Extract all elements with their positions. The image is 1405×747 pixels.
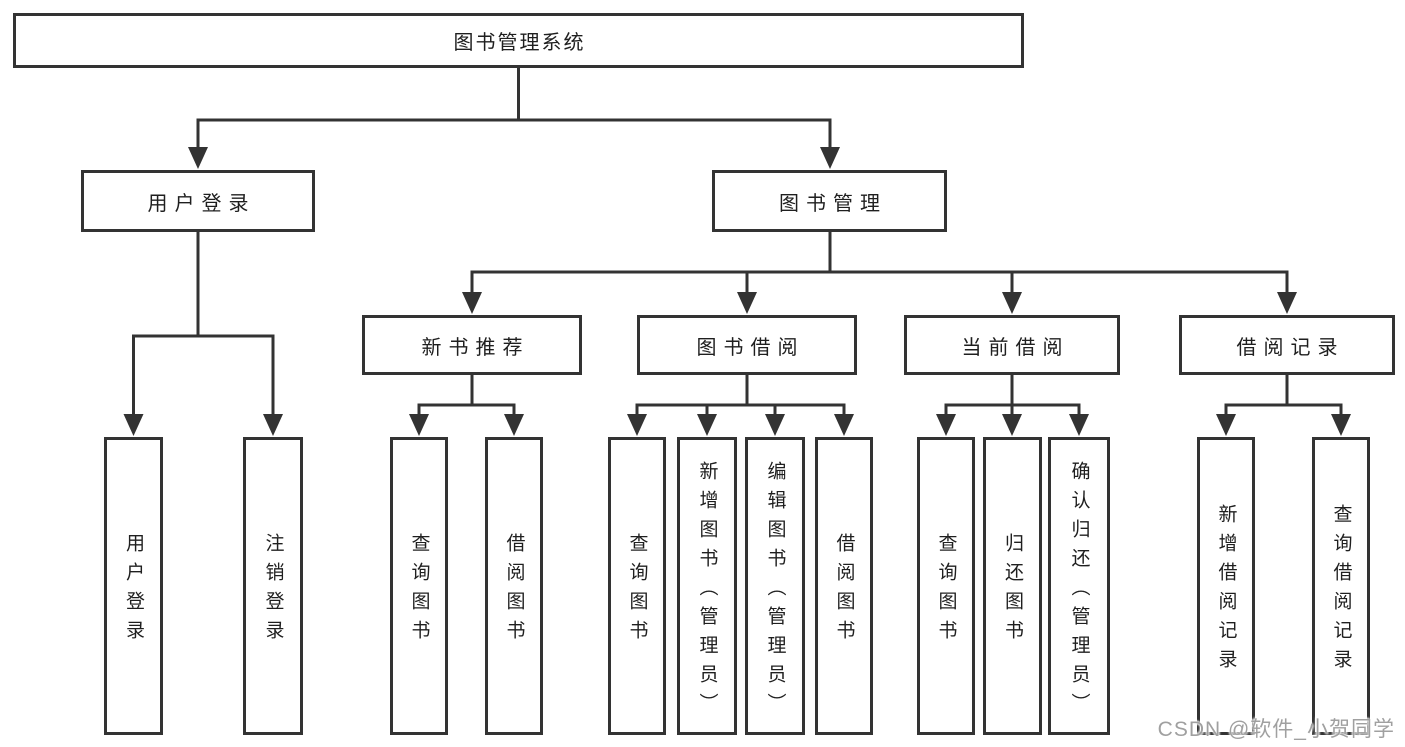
connector-borrow-records-children (1216, 375, 1351, 436)
arrowhead-leaf-user-login (123, 414, 144, 436)
node-book-borrow-label: 图书借阅 (696, 336, 805, 359)
node-borrow-records-label: 借阅记录 (1236, 336, 1345, 359)
leaf-bb-edit-book: 编辑图书（管理员） (745, 437, 805, 735)
leaf-nb-query-book: 查询图书 (390, 437, 448, 735)
connector-book-borrow-children (627, 375, 854, 436)
node-book-management: 图书管理 (712, 170, 947, 232)
connector-current-borrow-children (936, 375, 1089, 436)
leaf-cb-query-book: 查询图书 (917, 437, 975, 735)
leaf-cb-confirm-return: 确认归还（管理员） (1048, 437, 1110, 735)
arrowhead-borrow-records (1277, 292, 1297, 314)
connector-new-book-recommend-children (409, 375, 524, 436)
leaf-bb-borrow-book: 借阅图书 (815, 437, 873, 735)
leaf-cb-query-book-label: 查询图书 (935, 533, 957, 649)
arrowhead-current-borrow (1002, 292, 1022, 314)
leaf-cb-confirm-return-label: 确认归还（管理员） (1068, 460, 1090, 722)
arrowhead-book-management (820, 147, 840, 169)
leaf-br-query-record-label: 查询借阅记录 (1330, 504, 1352, 678)
leaf-bb-edit-book-label: 编辑图书（管理员） (764, 460, 786, 722)
leaf-nb-borrow-book-label: 借阅图书 (503, 533, 525, 649)
leaf-br-add-record: 新增借阅记录 (1197, 437, 1255, 735)
leaf-logout: 注销登录 (243, 437, 303, 735)
arrowhead-book-borrow (737, 292, 757, 314)
csdn-watermark: CSDN @软件_小贺同学 (1157, 718, 1395, 741)
connector-user-login-children (123, 232, 283, 436)
leaf-user-login-label: 用户登录 (123, 533, 144, 649)
leaf-bb-query-book-label: 查询图书 (626, 533, 648, 649)
leaf-bb-borrow-book-label: 借阅图书 (833, 533, 855, 649)
node-book-borrow: 图书借阅 (637, 315, 857, 375)
connector-book-management-children (462, 232, 1297, 314)
leaf-nb-borrow-book: 借阅图书 (485, 437, 543, 735)
leaf-bb-add-book: 新增图书（管理员） (677, 437, 737, 735)
arrowhead-user-login (188, 147, 208, 169)
node-root: 图书管理系统 (13, 13, 1024, 68)
leaf-br-query-record: 查询借阅记录 (1312, 437, 1370, 735)
leaf-cb-return-book: 归还图书 (983, 437, 1042, 735)
leaf-nb-query-book-label: 查询图书 (408, 533, 430, 649)
leaf-bb-add-book-label: 新增图书（管理员） (696, 460, 718, 722)
leaf-cb-return-book-label: 归还图书 (1002, 533, 1023, 649)
node-user-login-label: 用户登录 (147, 192, 256, 215)
node-book-management-label: 图书管理 (779, 192, 887, 215)
node-new-book-recommend: 新书推荐 (362, 315, 582, 375)
arrowhead-new-book-recommend (462, 292, 482, 314)
node-user-login: 用户登录 (81, 170, 315, 232)
leaf-logout-label: 注销登录 (262, 533, 284, 649)
leaf-br-add-record-label: 新增借阅记录 (1215, 504, 1237, 678)
node-current-borrow-label: 当前借阅 (961, 336, 1070, 359)
node-new-book-recommend-label: 新书推荐 (421, 336, 530, 359)
leaf-user-login: 用户登录 (104, 437, 163, 735)
node-root-label: 图书管理系统 (453, 32, 586, 54)
connector-root-to-level2 (188, 68, 840, 169)
leaf-bb-query-book: 查询图书 (608, 437, 666, 735)
arrowhead-leaf-logout (263, 414, 283, 436)
node-current-borrow: 当前借阅 (904, 315, 1120, 375)
node-borrow-records: 借阅记录 (1179, 315, 1395, 375)
